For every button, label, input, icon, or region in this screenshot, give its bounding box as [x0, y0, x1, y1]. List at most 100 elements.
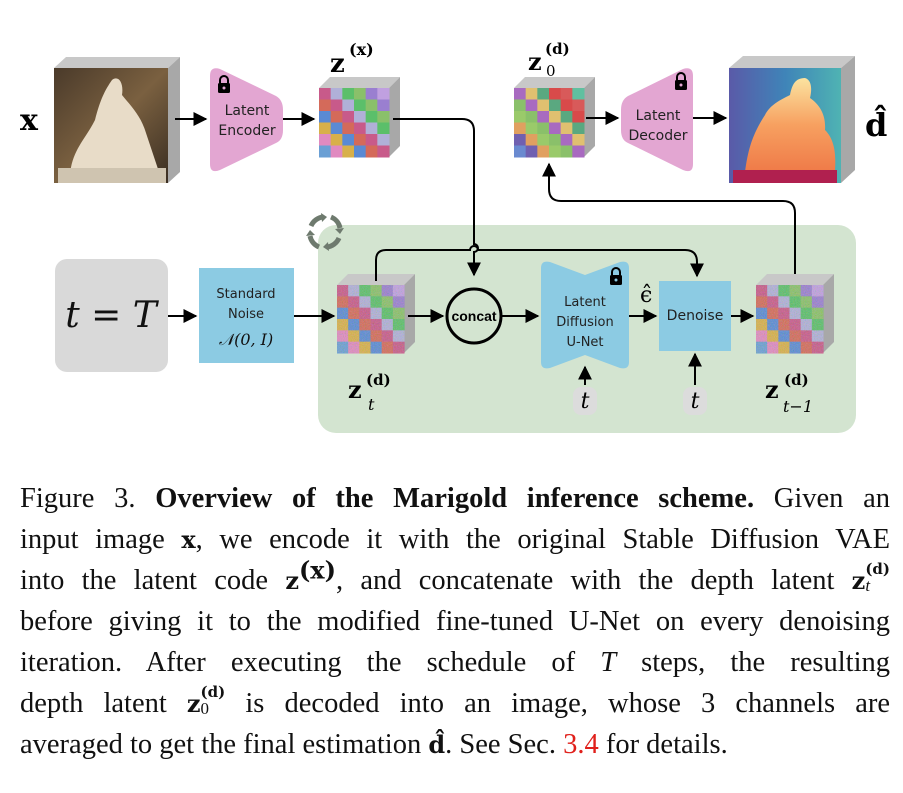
- caption-text: Given an: [773, 483, 891, 514]
- math-T: T: [600, 647, 617, 678]
- math-z: z: [285, 566, 299, 595]
- caption-text: input image: [20, 524, 182, 555]
- caption-line-3: into the latent code z(x), and concatena…: [20, 558, 890, 601]
- latent-grid-cell: [354, 88, 367, 100]
- z0-subscript: 0: [546, 62, 556, 80]
- latent-grid-cell: [514, 145, 527, 158]
- caption-text: averaged to get the final estimation: [20, 729, 429, 760]
- latent-grid-cell: [560, 111, 573, 123]
- cube-side-face: [404, 274, 415, 353]
- latent-grid-cell: [365, 88, 378, 100]
- latent-grid-cell: [525, 134, 538, 146]
- svg-text:t = T: t = T: [65, 295, 160, 336]
- latent-grid-cell: [514, 111, 527, 123]
- z-x-superscript: (x): [349, 40, 374, 59]
- latent-grid-cell: [319, 134, 332, 146]
- caption-text: for details.: [598, 729, 728, 760]
- latent-grid-cell: [525, 122, 538, 135]
- lock-icon: [610, 267, 622, 285]
- latent-grid-cell: [342, 111, 355, 123]
- caption-text: iteration. After executing the schedule …: [20, 647, 601, 678]
- latent-grid-cell: [354, 99, 367, 112]
- latent-grid-cell: [560, 99, 573, 112]
- latent-grid-cell: [330, 145, 343, 158]
- decoder-label-line1: Latent: [636, 108, 681, 124]
- latent-grid-cell: [365, 99, 378, 112]
- latent-grid-cell: [377, 111, 390, 123]
- noise-overlay: [337, 285, 404, 353]
- latent-grid-cell: [572, 88, 585, 100]
- latent-grid-cell: [537, 99, 550, 112]
- z0-label: z: [528, 47, 542, 76]
- math-sub: t: [865, 576, 871, 596]
- latent-grid-cell: [354, 111, 367, 123]
- svg-text:Diffusion: Diffusion: [556, 315, 613, 330]
- latent-grid-cell: [572, 134, 585, 146]
- latent-grid-cell: [365, 111, 378, 123]
- svg-text:Noise: Noise: [228, 307, 264, 322]
- latent-grid-cell: [330, 111, 343, 123]
- output-d-hat-label: d̂: [865, 104, 887, 144]
- latent-grid-cell: [537, 134, 550, 146]
- latent-grid-cell: [537, 122, 550, 135]
- svg-text:Denoise: Denoise: [667, 308, 724, 324]
- math-z: z: [851, 566, 866, 595]
- latent-zx-cube: [319, 77, 400, 158]
- svg-text:Latent: Latent: [564, 295, 606, 310]
- latent-grid-cell: [537, 111, 550, 123]
- encoder-label-line1: Latent: [225, 103, 270, 119]
- latent-grid-cell: [342, 122, 355, 135]
- latent-grid-cell: [319, 145, 332, 158]
- latent-grid-cell: [537, 145, 550, 158]
- zt-minus-1-superscript: (d): [784, 371, 809, 389]
- diffusion-unet-block: Latent Diffusion U-Net: [541, 261, 629, 369]
- depth-output-cube: [729, 56, 855, 183]
- math-d-hat: d̂: [428, 730, 446, 759]
- latent-grid-cell: [377, 145, 390, 158]
- latent-grid-cell: [525, 99, 538, 112]
- epsilon-hat-label: ϵ̂: [640, 283, 652, 308]
- latent-grid-cell: [525, 111, 538, 123]
- latent-encoder-block: Latent Encoder: [210, 68, 283, 172]
- latent-grid-cell: [549, 134, 562, 146]
- latent-zt-cube: [337, 274, 415, 354]
- latent-grid-cell: [319, 88, 332, 100]
- latent-grid-cell: [342, 134, 355, 146]
- caption-text: , and concatenate with the depth latent: [335, 565, 852, 596]
- latent-grid-cell: [560, 122, 573, 135]
- latent-grid-cell: [549, 145, 562, 158]
- math-sup: (d): [865, 560, 890, 579]
- cube-top-face: [514, 77, 595, 88]
- z-x-label: z: [330, 49, 345, 79]
- latent-grid-cell: [377, 134, 390, 146]
- latent-grid-cell: [342, 145, 355, 158]
- zt-minus-1-label: z: [765, 375, 779, 404]
- latent-grid-cell: [560, 145, 573, 158]
- latent-grid-cell: [572, 122, 585, 135]
- latent-grid-cell: [342, 88, 355, 100]
- latent-grid-cell: [319, 99, 332, 112]
- svg-text:U-Net: U-Net: [566, 335, 603, 350]
- latent-grid-cell: [514, 134, 527, 146]
- latent-grid-cell: [537, 88, 550, 100]
- lock-icon: [218, 75, 230, 93]
- z0-superscript: (d): [545, 40, 570, 58]
- caption-text: is decoded into an image, whose 3 channe…: [225, 688, 891, 719]
- section-reference-link[interactable]: 3.4: [563, 729, 599, 760]
- latent-grid-cell: [377, 122, 390, 135]
- caption-text: into the latent code: [20, 565, 286, 596]
- latent-grid-cell: [330, 122, 343, 135]
- svg-text:concat: concat: [451, 308, 496, 324]
- denoise-timestep-input: t: [683, 352, 707, 415]
- caption-text: depth latent: [20, 688, 187, 719]
- math-sub: 0: [200, 699, 210, 719]
- figure-title: Overview of the Marigold inference schem…: [155, 483, 755, 514]
- cube-side-face: [823, 274, 834, 353]
- caption-text: . See Sec.: [445, 729, 564, 760]
- noise-overlay: [756, 285, 823, 353]
- latent-zt-minus-1-cube: [756, 274, 834, 354]
- caption-line-1: Figure 3. Overview of the Marigold infer…: [20, 478, 890, 519]
- math-z: z: [186, 689, 201, 718]
- cube-top-face: [756, 274, 834, 285]
- latent-grid-cell: [365, 122, 378, 135]
